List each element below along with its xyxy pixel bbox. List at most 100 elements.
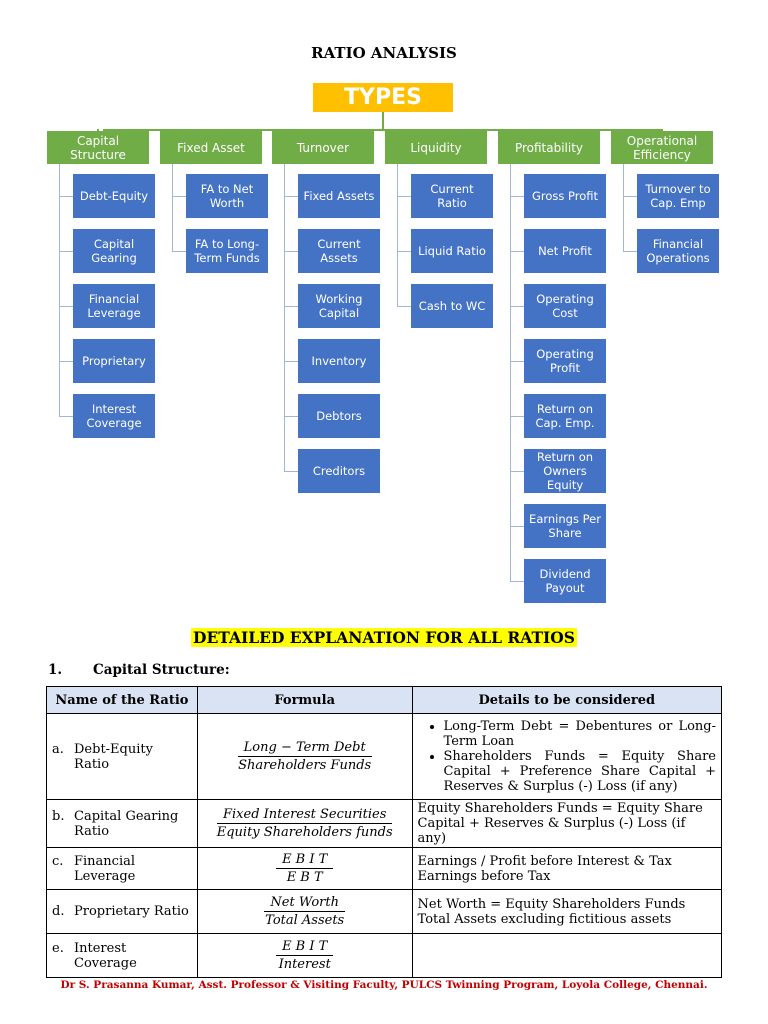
ratio-box-current-ratio: Current Ratio — [411, 174, 493, 218]
ratio-box-dividend-payout: Dividend Payout — [524, 559, 606, 603]
section-number: 1. — [48, 662, 63, 678]
connector-branch — [510, 251, 524, 252]
ratio-name-cell: c. Financial Leverage — [46, 847, 198, 890]
section-heading-text: Capital Structure: — [93, 662, 230, 678]
connector-drop — [435, 129, 437, 131]
formula-numerator: E B I T — [276, 852, 334, 869]
ratio-box-inventory: Inventory — [298, 339, 380, 383]
connector-branch — [623, 251, 637, 252]
details-cell: Equity Shareholders Funds = Equity Share… — [411, 799, 723, 848]
ratio-box-debtors: Debtors — [298, 394, 380, 438]
ratio-box-operating-profit: Operating Profit — [524, 339, 606, 383]
connector-branch — [510, 581, 524, 582]
category-box-fixed-asset: Fixed Asset — [160, 131, 262, 164]
table-row: b. Capital Gearing Ratio Fixed Interest S… — [46, 799, 723, 848]
header-name: Name of the Ratio — [46, 686, 198, 714]
details-cell — [411, 933, 723, 978]
connector-branch — [59, 361, 73, 362]
connector-branch — [59, 416, 73, 417]
formula-denominator: E B T — [286, 870, 323, 885]
ratio-box-interest-coverage: Interest Coverage — [73, 394, 155, 438]
ratio-box-gross-profit: Gross Profit — [524, 174, 606, 218]
ratio-box-financial-leverage: Financial Leverage — [73, 284, 155, 328]
capital-structure-table: Name of the Ratio Formula Details to be … — [46, 686, 723, 978]
ratio-name: Debt-Equity Ratio — [74, 741, 153, 772]
formula-denominator: Total Assets — [265, 913, 345, 928]
ratio-box-proprietary: Proprietary — [73, 339, 155, 383]
row-letter: b. — [52, 808, 65, 824]
connector-branch — [284, 471, 298, 472]
header-details: Details to be considered — [411, 686, 723, 714]
ratio-name: Interest Coverage — [74, 940, 137, 971]
ratio-box-net-profit: Net Profit — [524, 229, 606, 273]
formula-denominator: Shareholders Funds — [238, 758, 372, 773]
details-cell: Long-Term Debt = Debentures or Long-Term… — [411, 713, 723, 800]
ratio-name: Financial Leverage — [74, 853, 136, 884]
formula-numerator: Net Worth — [264, 895, 345, 912]
ratio-name: Capital Gearing Ratio — [74, 808, 179, 839]
connector-spine — [623, 164, 624, 251]
connector-branch — [284, 416, 298, 417]
connector-branch — [284, 196, 298, 197]
section-heading: 1. Capital Structure: — [48, 662, 230, 678]
ratio-box-financial-operations: Financial Operations — [637, 229, 719, 273]
category-box-operational-efficiency: Operational Efficiency — [611, 131, 713, 164]
ratio-box-return-on-cap-emp: Return on Cap. Emp. — [524, 394, 606, 438]
detail-line: Earnings before Tax — [417, 868, 551, 884]
category-box-turnover: Turnover — [272, 131, 374, 164]
connector-spine — [510, 164, 511, 581]
connector-branch — [510, 416, 524, 417]
connector-branch — [510, 471, 524, 472]
ratio-box-return-on-owners-equity: Return on Owners Equity — [524, 449, 606, 493]
row-letter: e. — [52, 940, 64, 956]
connector-branch — [172, 196, 186, 197]
ratio-box-debt-equity: Debt-Equity — [73, 174, 155, 218]
connector-branch — [397, 251, 411, 252]
ratio-box-cash-to-wc: Cash to WC — [411, 284, 493, 328]
connector-spine — [172, 164, 173, 251]
connector-branch — [284, 306, 298, 307]
connector-branch — [510, 526, 524, 527]
connector-branch — [284, 361, 298, 362]
connector-drop — [661, 129, 663, 131]
row-letter: c. — [52, 853, 64, 869]
header-formula: Formula — [196, 686, 413, 714]
connector-drop — [210, 129, 212, 131]
footer: Dr S. Prasanna Kumar, Asst. Professor & … — [60, 979, 708, 991]
ratio-box-liquid-ratio: Liquid Ratio — [411, 229, 493, 273]
connector-spine — [284, 164, 285, 471]
detail-line: Total Assets excluding fictitious assets — [417, 911, 672, 927]
formula-numerator: Long − Term Debt — [237, 740, 372, 757]
connector-branch — [397, 196, 411, 197]
detail-line: Net Worth = Equity Shareholders Funds — [417, 896, 686, 912]
row-letter: d. — [52, 904, 65, 919]
detail-bullet: Shareholders Funds = Equity Share Capita… — [444, 749, 716, 794]
section-title-text: DETAILED EXPLANATION FOR ALL RATIOS — [191, 628, 577, 647]
connector-branch — [510, 361, 524, 362]
connector-branch — [397, 306, 411, 307]
connector-spine — [397, 164, 398, 306]
ratio-box-fixed-assets: Fixed Assets — [298, 174, 380, 218]
connector-branch — [59, 306, 73, 307]
ratio-box-capital-gearing: Capital Gearing — [73, 229, 155, 273]
connector-vertical — [382, 112, 384, 130]
ratio-name-cell: d.Proprietary Ratio — [46, 889, 198, 934]
connector-branch — [284, 251, 298, 252]
category-box-profitability: Profitability — [498, 131, 600, 164]
connector-branch — [510, 306, 524, 307]
detail-line: Earnings / Profit before Interest & Tax — [417, 853, 672, 869]
formula-numerator: E B I T — [276, 939, 334, 956]
formula-numerator: Fixed Interest Securities — [217, 807, 393, 824]
category-box-liquidity: Liquidity — [385, 131, 487, 164]
row-letter: a. — [52, 741, 64, 757]
connector-spine — [59, 164, 60, 416]
